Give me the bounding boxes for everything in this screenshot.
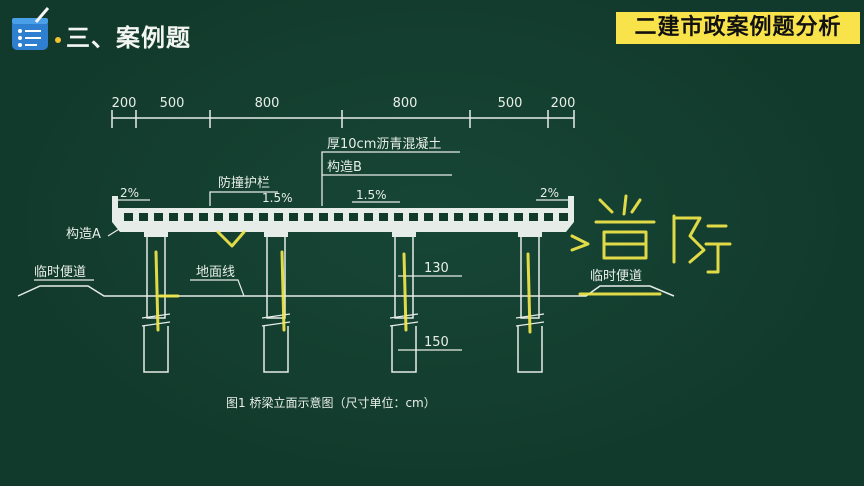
temp-road-right-label: 临时便道 (590, 269, 642, 284)
guardrail-label: 防撞护栏 (218, 175, 270, 191)
deck-cell (349, 213, 358, 221)
bridge-deck (112, 208, 574, 232)
deck-cell (514, 213, 523, 221)
deck-cell (139, 213, 148, 221)
pier-cap (264, 232, 288, 237)
deck-cell (214, 213, 223, 221)
slope-label: 2% (120, 186, 139, 200)
dimension-label: 500 (498, 96, 523, 111)
pier-group (141, 232, 545, 373)
ground-line (17, 285, 675, 297)
deck-cell (244, 213, 253, 221)
deck-cell (409, 213, 418, 221)
deck-cell (559, 213, 568, 221)
guardrail-leader (209, 191, 278, 206)
deck-cell (424, 213, 433, 221)
deck-cell (469, 213, 478, 221)
deck-cell (484, 213, 493, 221)
dimension-label: 800 (255, 96, 280, 111)
deck-cell (169, 213, 178, 221)
deck-cell (289, 213, 298, 221)
dimension-line (111, 110, 575, 128)
slope-label: 2% (540, 186, 559, 200)
temp-road-left-label: 临时便道 (34, 265, 86, 280)
ground-line-label: 地面线 (196, 265, 235, 280)
deck-cell (394, 213, 403, 221)
deck-cell (259, 213, 268, 221)
notebook-icon (12, 7, 61, 50)
pier-cap (518, 232, 542, 237)
deck-cell (184, 213, 193, 221)
detail-b-label: 构造B (327, 160, 362, 175)
slope-label: 1.5% (356, 188, 387, 202)
deck-cell (529, 213, 538, 221)
guardrail-post (568, 196, 574, 208)
pier-pile (263, 326, 289, 373)
pier-dim-lower-label: 150 (424, 335, 449, 350)
ground-line-leader (190, 279, 245, 297)
dimension-label: 800 (393, 96, 418, 111)
pier-break (389, 313, 419, 327)
pier-break (141, 313, 171, 327)
deck-cell (499, 213, 508, 221)
pier-pile (391, 326, 417, 373)
pier-dim-upper-label: 130 (424, 261, 449, 276)
deck-cell (439, 213, 448, 221)
deck-cell (304, 213, 313, 221)
deck-cell (379, 213, 388, 221)
deck-cell (319, 213, 328, 221)
topic-badge: 二建市政案例题分析 (616, 12, 860, 44)
deck-cell (154, 213, 163, 221)
deck-cell (124, 213, 133, 221)
dimension-label: 500 (160, 96, 185, 111)
deck-cell (454, 213, 463, 221)
dimension-label: 200 (112, 96, 137, 111)
pavement-label: 厚10cm沥青混凝土 (327, 136, 441, 152)
slope-label: 1.5% (262, 191, 293, 205)
figure-caption: 图1 桥梁立面示意图（尺寸单位：cm） (226, 395, 436, 410)
guardrail-post (112, 196, 118, 208)
detail-a-leader (107, 225, 125, 237)
deck-cell (199, 213, 208, 221)
dimension-label: 200 (551, 96, 576, 111)
deck-cell (364, 213, 373, 221)
handwriting-text: 造价 (600, 248, 602, 251)
detail-a-label: 构造A (66, 227, 101, 242)
pier-pile (143, 326, 169, 373)
deck-cell (544, 213, 553, 221)
pier-pile (517, 326, 543, 373)
section-title: 三、案例题 (66, 24, 191, 52)
pavement-leader (321, 151, 460, 206)
deck-cell (334, 213, 343, 221)
deck-cell (229, 213, 238, 221)
handwritten-marks (154, 194, 732, 334)
pier-cap (144, 232, 168, 237)
pier-cap (392, 232, 416, 237)
pier-break (261, 313, 291, 327)
deck-cell (274, 213, 283, 221)
